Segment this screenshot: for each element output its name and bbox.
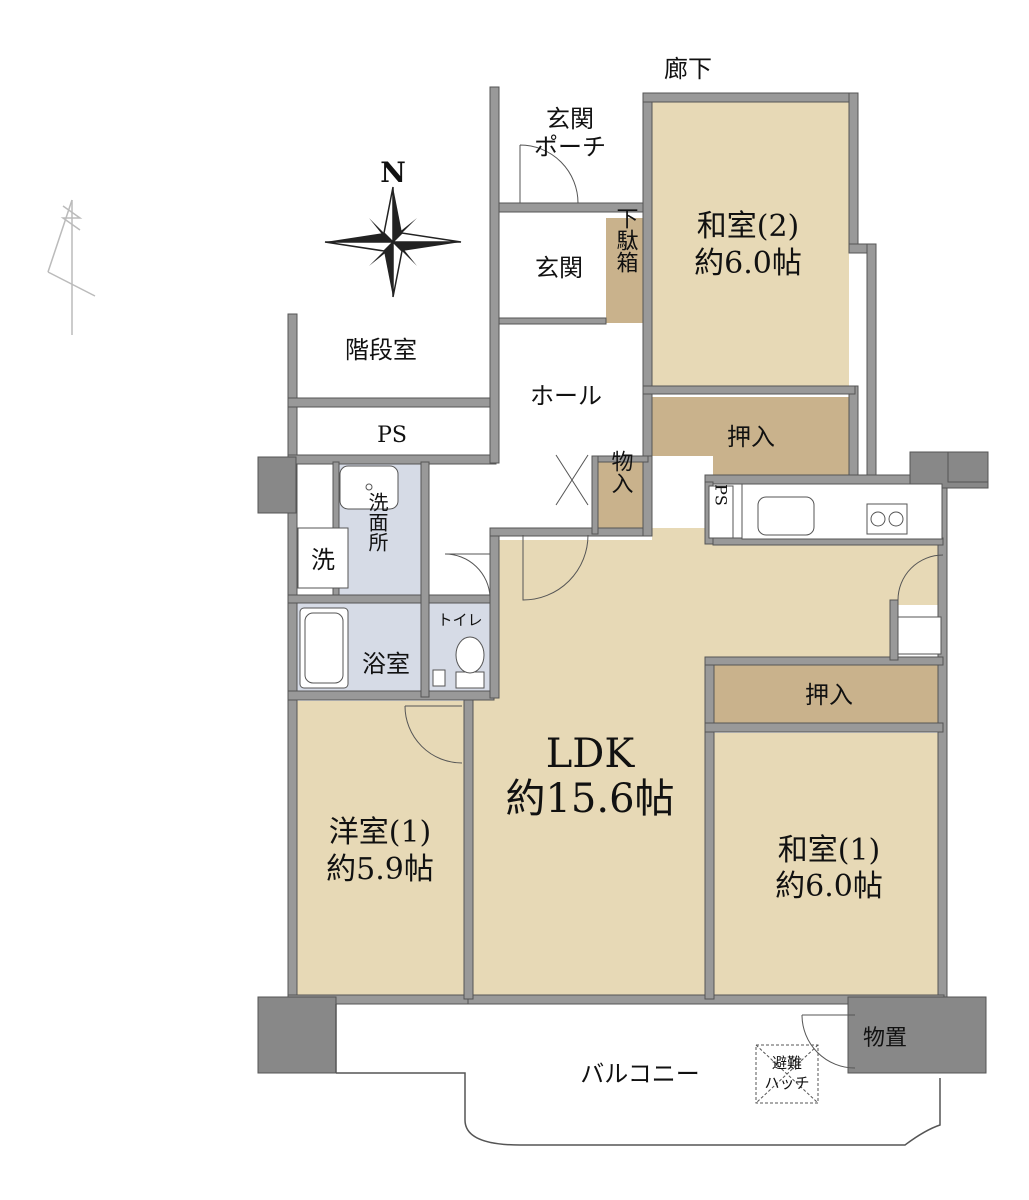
washing-machine-space <box>297 527 349 589</box>
storage-balcony-label: 物置 <box>863 1026 907 1051</box>
japanese-room-1-size: 約6.0帖 <box>775 869 883 904</box>
hall-label: ホール <box>530 382 602 410</box>
toilet-label: トイレ <box>437 611 482 629</box>
compass-icon <box>324 186 462 298</box>
storage-hall-label: 物入 <box>608 450 634 494</box>
bathtub-icon <box>299 607 349 689</box>
bath-label: 浴室 <box>362 650 410 678</box>
washroom-label: 洗面所 <box>365 492 389 552</box>
ldk-size: 約15.6帖 <box>505 776 674 822</box>
closet-2-label: 押入 <box>727 423 775 451</box>
sink-icon <box>757 496 815 536</box>
closet-1-area <box>714 665 943 723</box>
ps-top-label: PS <box>377 423 407 448</box>
closet-2-area <box>651 397 849 479</box>
western-room-1-size: 約5.9帖 <box>326 852 434 887</box>
ps-kitchen-label: PS <box>712 484 731 506</box>
corridor-label: 廊下 <box>664 55 712 83</box>
washer-label: 洗 <box>311 546 335 574</box>
porch-label-2: ポーチ <box>534 133 606 161</box>
balcony-outline <box>336 1072 941 1146</box>
storage-hall-area <box>597 457 645 529</box>
closet-1-label: 押入 <box>805 681 853 709</box>
western-room-1-area <box>296 701 464 996</box>
hatch-label-2: ハッチ <box>764 1074 809 1092</box>
shoe-box-label: 下駄箱 <box>613 207 639 273</box>
japanese-room-1-name: 和室(1) <box>778 833 881 868</box>
stairs-label: 階段室 <box>345 336 417 364</box>
japanese-room-2-name: 和室(2) <box>697 209 800 244</box>
japanese-room-2-area <box>651 101 849 386</box>
evacuation-hatch-icon <box>755 1044 819 1104</box>
door-swings <box>404 144 944 1069</box>
shoe-box-area <box>606 218 643 323</box>
stove-icon <box>866 503 908 535</box>
faint-north-arrow-icon <box>47 199 96 335</box>
walls <box>257 86 989 1074</box>
hatch-label-1: 避難 <box>772 1054 802 1072</box>
fridge-space <box>897 616 942 655</box>
wash-basin-icon <box>339 465 399 510</box>
toilet-icon <box>455 636 485 689</box>
compass-label: N <box>380 156 406 189</box>
ldk-name: LDK <box>546 731 636 777</box>
balcony-label: バルコニー <box>580 1060 700 1088</box>
western-room-1-name: 洋室(1) <box>329 815 432 850</box>
porch-label-1: 玄関 <box>546 105 594 133</box>
entrance-label: 玄関 <box>535 254 583 282</box>
room-labels: 玄関 ポーチ 玄関 下駄箱 和室(2) 約6.0帖 階段室 ホール 押入 PS … <box>311 105 907 1092</box>
japanese-room-1-area <box>714 733 943 996</box>
japanese-room-2-size: 約6.0帖 <box>694 246 802 281</box>
